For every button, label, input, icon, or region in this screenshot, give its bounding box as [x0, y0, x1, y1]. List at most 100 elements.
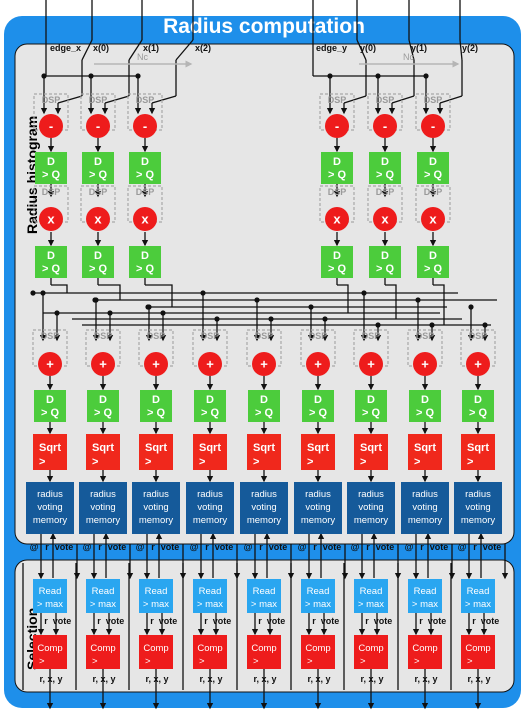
read-label: Read — [199, 586, 222, 597]
register-label-q: > Q — [255, 407, 273, 419]
x-nc-label: Nc — [137, 52, 148, 62]
register-block — [35, 246, 67, 278]
port-r-label: r — [151, 542, 155, 552]
sqrt-label: Sqrt — [307, 442, 329, 454]
register-label-d: D — [421, 394, 429, 406]
register-label-q: > Q — [424, 263, 442, 275]
y-channel-subtract-op-circle — [325, 114, 349, 138]
read-label: Read — [92, 586, 115, 597]
port-r-label: r — [366, 542, 370, 552]
sel-r-label: r — [472, 616, 476, 626]
dsp-label: DSP — [328, 187, 347, 197]
register-label-d: D — [429, 250, 437, 262]
add-op-circle — [413, 352, 437, 376]
port-r-label: r — [259, 542, 263, 552]
y-channel-multiply-op-symbol: x — [333, 212, 341, 227]
square-route-wire — [385, 284, 397, 319]
x-channel-subtract-op-symbol: - — [49, 119, 53, 134]
register-label-d: D — [429, 156, 437, 168]
compare-clock-mark: > — [145, 656, 151, 667]
dsp-label: DSP — [201, 331, 220, 341]
sel-vote-label: vote — [481, 616, 500, 626]
dsp-label: DSP — [424, 95, 443, 105]
sel-vote-label: vote — [213, 616, 232, 626]
sqrt-block — [461, 434, 495, 470]
sqrt-clock-mark: > — [39, 456, 45, 468]
memory-label-line3: memory — [354, 515, 389, 526]
y-channel-multiply-op-circle — [421, 207, 445, 231]
memory-label-line1: radius — [143, 489, 169, 500]
radius-voting-memory — [79, 482, 127, 534]
add-op-symbol: + — [46, 357, 54, 372]
y-channel-multiply-op-circle — [373, 207, 397, 231]
dsp-label: DSP — [376, 187, 395, 197]
register-block — [417, 152, 449, 184]
compare-label: Comp — [412, 643, 437, 654]
register-label-d: D — [152, 394, 160, 406]
sel-vote-label: vote — [267, 616, 286, 626]
square-route-wire — [337, 284, 349, 313]
x-channel-subtract-op-symbol: - — [96, 119, 100, 134]
compare-label: Comp — [251, 643, 276, 654]
memory-label-line2: voting — [251, 502, 276, 513]
register-block — [409, 390, 441, 422]
register-label-q: > Q — [147, 407, 165, 419]
memory-label-line3: memory — [247, 515, 282, 526]
port-r-label: r — [420, 542, 424, 552]
sqrt-clock-mark: > — [92, 456, 98, 468]
register-label-q: > Q — [309, 407, 327, 419]
sqrt-block — [86, 434, 120, 470]
y-coord-jog2 — [439, 95, 463, 104]
dsp-label: DSP — [136, 187, 155, 197]
memory-label-line3: memory — [461, 515, 496, 526]
sqrt-clock-mark: > — [414, 456, 420, 468]
port-addr-label: @ — [405, 542, 414, 552]
port-addr-label: @ — [190, 542, 199, 552]
compare-label: Comp — [37, 643, 62, 654]
compare-clock-mark: > — [253, 656, 259, 667]
radius-voting-memory — [294, 482, 342, 534]
port-vote-label: vote — [55, 542, 74, 552]
memory-label-line1: radius — [197, 489, 223, 500]
y-coord-jog2 — [343, 95, 367, 104]
register-block — [355, 390, 387, 422]
max-label: > max — [143, 599, 169, 610]
diagram-title: Radius computation — [163, 15, 365, 38]
y-coord-jog2 — [391, 95, 415, 104]
register-block — [34, 390, 66, 422]
register-label-d: D — [314, 394, 322, 406]
register-label-d: D — [141, 250, 149, 262]
sqrt-clock-mark: > — [145, 456, 151, 468]
sel-r-label: r — [258, 616, 262, 626]
sqrt-label: Sqrt — [360, 442, 382, 454]
port-vote-label: vote — [483, 542, 502, 552]
sqrt-block — [193, 434, 227, 470]
register-block — [194, 390, 226, 422]
register-block — [35, 152, 67, 184]
x-input-label: x(0) — [93, 43, 109, 53]
sqrt-block — [301, 434, 335, 470]
compare-label: Comp — [143, 643, 168, 654]
read-label: Read — [39, 586, 62, 597]
memory-label-line2: voting — [358, 502, 383, 513]
y-channel-multiply-op-symbol: x — [429, 212, 437, 227]
sel-vote-label: vote — [159, 616, 178, 626]
memory-label-line3: memory — [301, 515, 336, 526]
register-label-q: > Q — [136, 263, 154, 275]
max-label: > max — [305, 599, 331, 610]
compare-block — [86, 635, 120, 669]
register-label-d: D — [206, 394, 214, 406]
add-op-circle — [198, 352, 222, 376]
add-op-symbol: + — [206, 357, 214, 372]
add-op-circle — [91, 352, 115, 376]
register-block — [82, 246, 114, 278]
read-max-block — [247, 579, 281, 613]
register-label-d: D — [47, 156, 55, 168]
dsp-label: DSP — [328, 95, 347, 105]
compare-clock-mark: > — [360, 656, 366, 667]
port-r-label: r — [205, 542, 209, 552]
add-op-symbol: + — [99, 357, 107, 372]
radius-voting-memory — [240, 482, 288, 534]
max-label: > max — [197, 599, 223, 610]
